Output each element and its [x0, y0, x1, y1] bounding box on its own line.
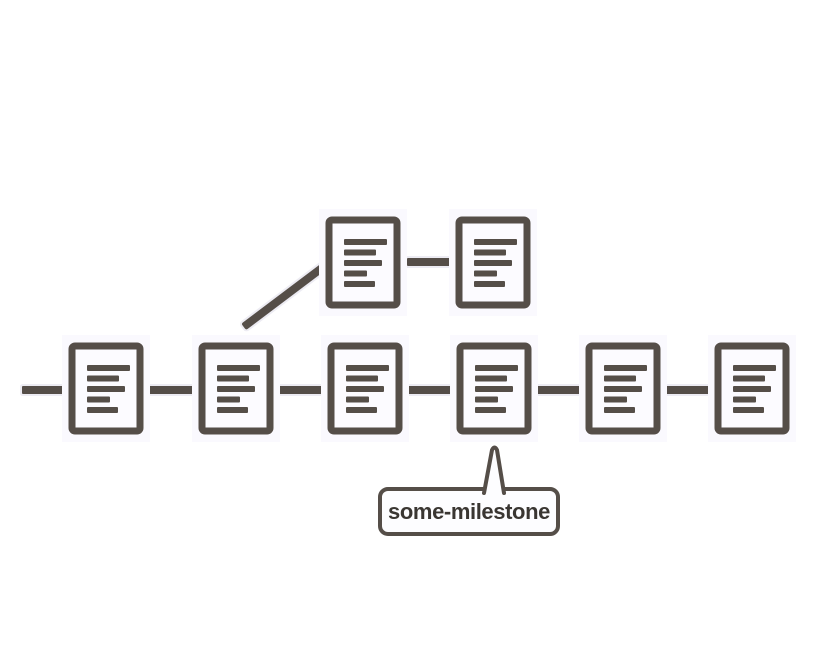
milestone-pointer — [482, 445, 506, 495]
document-icon — [319, 209, 407, 316]
main-line-stub — [22, 386, 68, 394]
main-connector-1-2 — [149, 386, 194, 394]
main-commit-1 — [62, 335, 150, 442]
document-icon — [192, 335, 280, 442]
document-icon — [708, 335, 796, 442]
milestone-label: some-milestone — [388, 498, 550, 524]
document-icon — [579, 335, 667, 442]
main-commit-2 — [192, 335, 280, 442]
branch-fork-line — [241, 259, 331, 331]
main-connector-5-6 — [665, 386, 709, 394]
main-commit-3 — [321, 335, 409, 442]
main-commit-4 — [450, 335, 538, 442]
document-icon — [321, 335, 409, 442]
branch-commit-2 — [449, 209, 537, 316]
main-commit-6 — [708, 335, 796, 442]
document-icon — [450, 335, 538, 442]
branch-connector-1-2 — [407, 258, 450, 266]
milestone-badge: some-milestone — [378, 487, 560, 536]
main-connector-3-4 — [407, 386, 452, 394]
document-icon — [449, 209, 537, 316]
document-icon — [62, 335, 150, 442]
main-connector-4-5 — [537, 386, 580, 394]
main-commit-5 — [579, 335, 667, 442]
branch-commit-1 — [319, 209, 407, 316]
main-connector-2-3 — [279, 386, 323, 394]
